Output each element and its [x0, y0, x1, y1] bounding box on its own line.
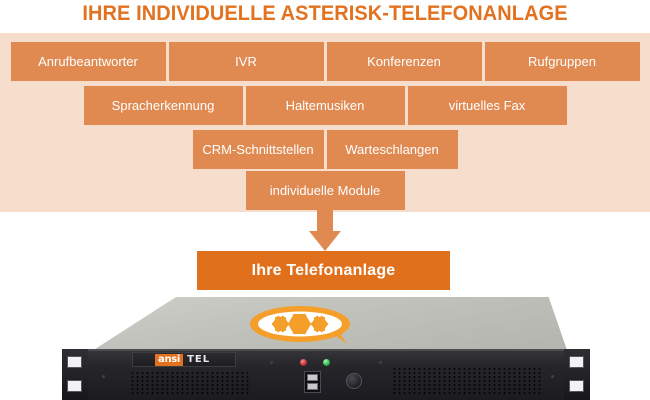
- bezel-detail-dot: [102, 375, 105, 378]
- brand-name-secondary: TEL: [187, 353, 211, 365]
- server-bezel-highlight: [76, 349, 576, 351]
- bezel-detail-dot: [551, 375, 554, 378]
- feature-panel: Anrufbeantworter IVR Konferenzen Rufgrup…: [0, 33, 650, 212]
- rack-ear-left: [62, 349, 88, 400]
- feature-row-4: individuelle Module: [0, 171, 650, 210]
- feature-row-1: Anrufbeantworter IVR Konferenzen Rufgrup…: [0, 42, 650, 81]
- brand-name-primary: ansi: [155, 353, 184, 366]
- rack-mount-hole: [569, 356, 584, 368]
- feature-chip-rufgruppen[interactable]: Rufgruppen: [484, 42, 640, 81]
- feature-chip-individuelle-module[interactable]: individuelle Module: [245, 171, 405, 210]
- feature-chip-haltemusiken[interactable]: Haltemusiken: [245, 86, 405, 125]
- arrow-head: [309, 231, 341, 251]
- server-vent-right: [392, 367, 542, 395]
- feature-chip-virtuelles-fax[interactable]: virtuelles Fax: [407, 86, 567, 125]
- page-title: IHRE INDIVIDUELLE ASTERISK-TELEFONANLAGE: [82, 2, 568, 25]
- server-brand-plate: ansi TEL: [132, 352, 236, 367]
- feature-chip-spracherkennung[interactable]: Spracherkennung: [83, 86, 243, 125]
- rack-mount-hole: [67, 356, 82, 368]
- usb-port-upper: [307, 374, 318, 381]
- usb-port-lower: [307, 383, 318, 390]
- power-button-icon[interactable]: [346, 373, 362, 389]
- rack-mount-hole: [67, 380, 82, 392]
- rack-mount-hole: [569, 380, 584, 392]
- arrow-shaft: [317, 209, 333, 232]
- feature-chip-anrufbeantworter[interactable]: Anrufbeantworter: [10, 42, 166, 81]
- feature-row-3: CRM-Schnittstellen Warteschlangen: [0, 130, 650, 169]
- feature-chip-konferenzen[interactable]: Konferenzen: [326, 42, 482, 81]
- arrow-down-icon: [309, 209, 341, 251]
- status-led-red: [300, 359, 307, 366]
- bezel-detail-dot: [270, 361, 273, 364]
- feature-row-2: Spracherkennung Haltemusiken virtuelles …: [0, 86, 650, 125]
- feature-chip-ivr[interactable]: IVR: [168, 42, 324, 81]
- rack-server-icon: ansi TEL: [62, 297, 590, 400]
- bezel-detail-dot: [379, 361, 382, 364]
- feature-chip-warteschlangen[interactable]: Warteschlangen: [326, 130, 458, 169]
- usb-ports-icon: [304, 371, 321, 393]
- server-vent-left: [130, 371, 250, 395]
- feature-chip-crm-schnittstellen[interactable]: CRM-Schnittstellen: [192, 130, 324, 169]
- asterisk-logo-icon: [248, 303, 356, 347]
- cta-telefonanlage-banner[interactable]: Ihre Telefonanlage: [197, 251, 450, 290]
- cta-label: Ihre Telefonanlage: [251, 261, 396, 279]
- rack-ear-right: [564, 349, 590, 400]
- status-led-green: [323, 359, 330, 366]
